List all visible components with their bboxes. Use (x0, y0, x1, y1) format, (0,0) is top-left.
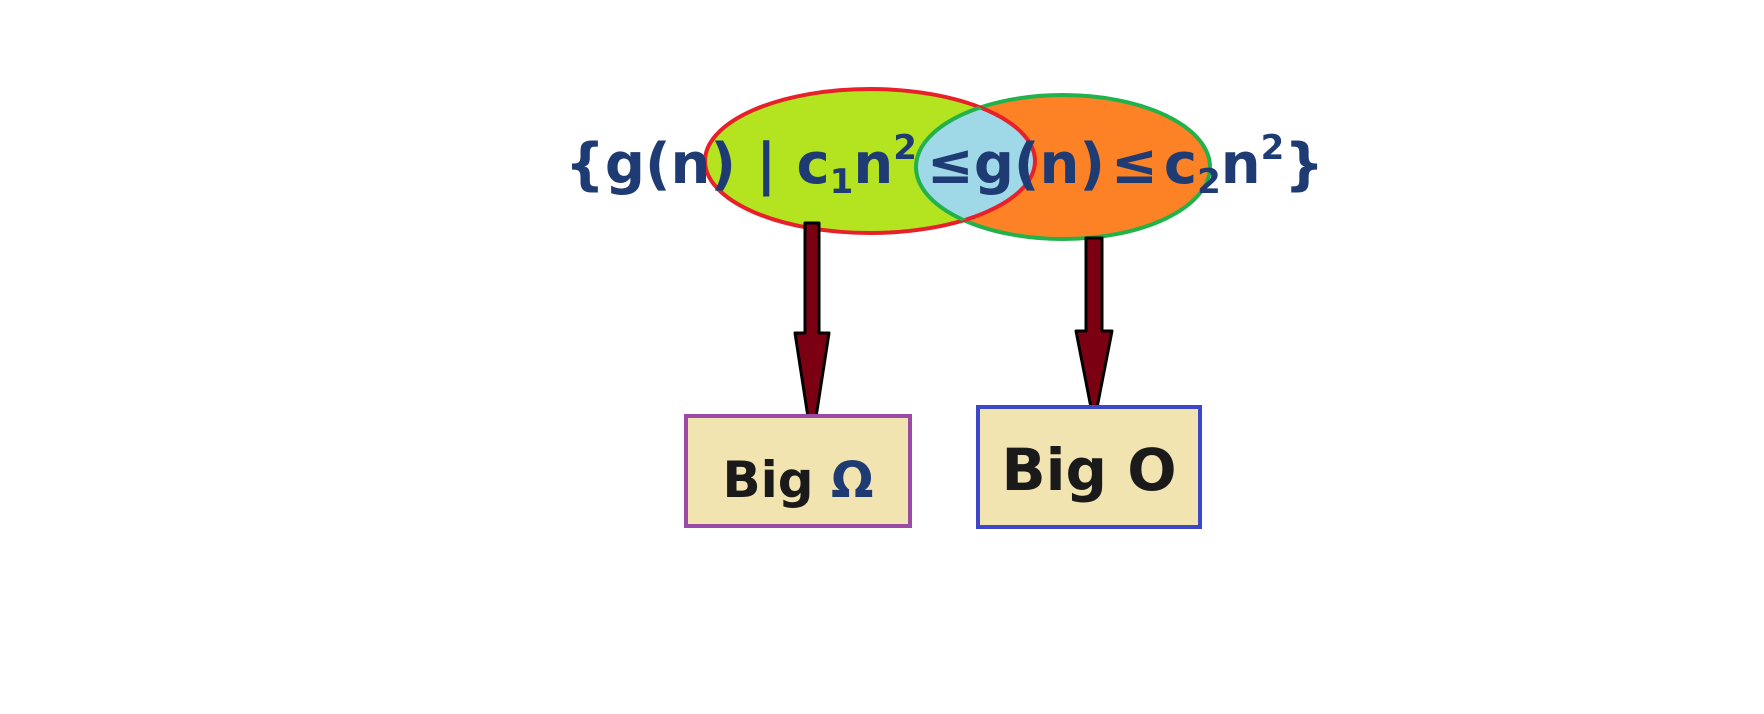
omega-symbol: Ω (831, 451, 874, 509)
formula-c1-subscript: 1 (830, 162, 854, 202)
formula-le-left: ≤ (927, 132, 974, 197)
formula-c2-subscript: 2 (1197, 162, 1221, 202)
big-o-box (976, 405, 1202, 529)
formula-n-left: n (853, 132, 893, 197)
big-omega-box (684, 414, 912, 528)
formula-such-that-bar: | (756, 132, 776, 197)
ellipse-overlap-region (916, 95, 1035, 233)
formula-square-left: 2 (893, 128, 917, 168)
formula-n-right: n (1221, 132, 1261, 197)
formula-square-right: 2 (1261, 128, 1285, 168)
right-ellipse-border (914, 93, 1035, 233)
formula-g-of-n-middle: g(n) (974, 132, 1105, 197)
formula-close-brace: } (1284, 132, 1324, 197)
arrow-to-big-omega (793, 221, 831, 445)
formula-c2: c (1164, 132, 1197, 197)
formula-open-brace: { (565, 132, 605, 197)
big-omega-label: Big Ω (723, 451, 874, 509)
arrow-to-big-o (1074, 236, 1114, 425)
set-formula: {g(n)|c1n2≤g(n)≤c2n2} (565, 128, 1324, 202)
formula-le-right: ≤ (1111, 132, 1158, 197)
formula-c1: c (796, 132, 829, 197)
big-omega-prefix: Big (723, 451, 831, 509)
big-o-label: Big O (1001, 436, 1176, 504)
formula-g-of-n-left: g(n) (605, 132, 736, 197)
left-ellipse-border (703, 87, 1037, 235)
